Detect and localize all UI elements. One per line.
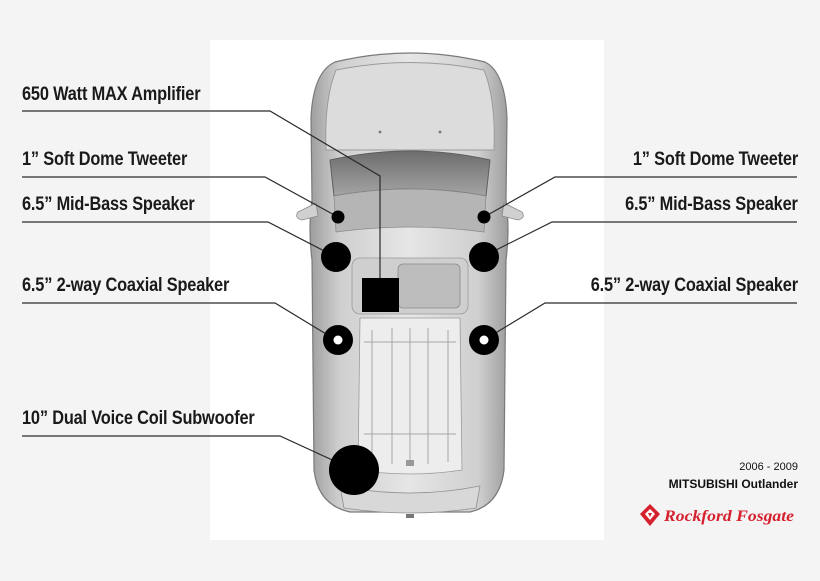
car-dashboard [333, 188, 487, 233]
brand-emblem-icon [640, 504, 660, 526]
car-top-view [296, 52, 524, 518]
mirror-right [501, 202, 524, 221]
tweeter-right-marker [477, 210, 491, 224]
label-tweeter-left: 1” Soft Dome Tweeter [22, 149, 188, 170]
leader-coaxial-left [22, 302, 337, 341]
mirror-left [296, 202, 319, 221]
leader-tweeter-left [22, 176, 339, 218]
vehicle-model: MITSUBISHI Outlander [668, 477, 798, 491]
component-markers [321, 210, 499, 495]
sunroof [397, 263, 461, 309]
label-coaxial-right: 6.5” 2-way Coaxial Speaker [590, 275, 798, 296]
midbass-right-marker [469, 242, 499, 272]
tweeter-left-marker [331, 210, 345, 224]
label-coaxial-left: 6.5” 2-way Coaxial Speaker [22, 275, 230, 296]
car-hood [325, 62, 495, 151]
leader-tweeter-right [483, 176, 797, 218]
amplifier-marker [362, 278, 399, 312]
brand-wordmark: Rockford Fosgate [663, 508, 794, 525]
rockford-fosgate-logo: Rockford Fosgate [640, 504, 794, 526]
label-midbass-right: 6.5” Mid-Bass Speaker [625, 194, 798, 215]
label-amplifier: 650 Watt MAX Amplifier [22, 84, 201, 105]
leader-midbass-right [483, 221, 797, 257]
leader-lines [22, 110, 797, 471]
leader-subwoofer [22, 435, 355, 471]
leader-midbass-left [22, 221, 335, 257]
label-subwoofer: 10” Dual Voice Coil Subwoofer [22, 408, 255, 429]
subwoofer-marker [329, 445, 379, 495]
roof-rails [364, 328, 456, 464]
midbass-left-marker [321, 242, 351, 272]
label-tweeter-right: 1” Soft Dome Tweeter [632, 149, 798, 170]
leader-coaxial-right [483, 302, 797, 341]
label-midbass-left: 6.5” Mid-Bass Speaker [22, 194, 195, 215]
car-rear-bumper [339, 485, 481, 514]
leader-amplifier [22, 110, 381, 292]
vehicle-years: 2006 - 2009 [739, 461, 798, 473]
